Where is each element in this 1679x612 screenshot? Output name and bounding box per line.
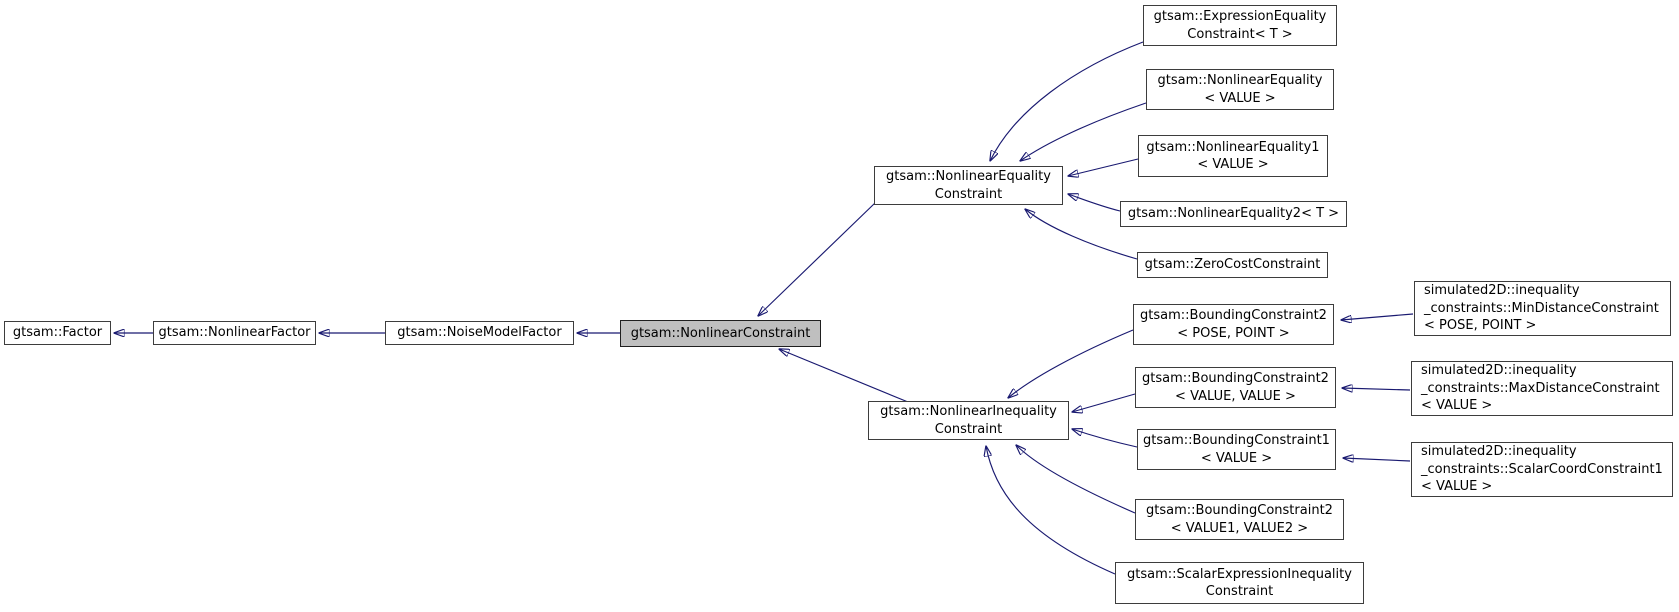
- edge-equalityconstraint-to-nonlinearconstraint: [758, 202, 876, 316]
- edge-nonlinearequality2-to-equalityconstraint: [1068, 194, 1121, 212]
- node-gtsam-scalarexpressioninequalityconstraint[interactable]: gtsam::ScalarExpressionInequality Constr…: [1115, 562, 1364, 604]
- edge-mindistance-to-bounding2posepoint: [1341, 313, 1414, 320]
- node-gtsam-noisemodelfactor[interactable]: gtsam::NoiseModelFactor: [385, 321, 574, 345]
- node-gtsam-nonlinearequalityconstraint[interactable]: gtsam::NonlinearEquality Constraint: [874, 166, 1063, 205]
- edge-nonlinearequality-to-equalityconstraint: [1020, 102, 1147, 161]
- node-gtsam-nonlinearfactor[interactable]: gtsam::NonlinearFactor: [153, 321, 316, 345]
- node-simulated2d-maxdistanceconstraint[interactable]: simulated2D::inequality _constraints::Ma…: [1411, 361, 1673, 416]
- node-gtsam-nonlinearconstraint-current: gtsam::NonlinearConstraint: [620, 320, 821, 347]
- edge-inequalityconstraint-to-nonlinearconstraint: [779, 349, 909, 403]
- node-simulated2d-mindistanceconstraint[interactable]: simulated2D::inequality _constraints::Mi…: [1414, 281, 1671, 336]
- node-gtsam-boundingconstraint2-pose-point[interactable]: gtsam::BoundingConstraint2 < POSE, POINT…: [1133, 304, 1334, 345]
- edge-scalarexpressioninequality-to-inequalityconstraint: [986, 446, 1116, 575]
- node-gtsam-boundingconstraint2-value1-value2[interactable]: gtsam::BoundingConstraint2 < VALUE1, VAL…: [1135, 499, 1344, 540]
- edge-bounding2valuevalue-to-inequalityconstraint: [1072, 393, 1136, 412]
- edge-scalarcoord-to-bounding1value: [1343, 458, 1411, 461]
- node-gtsam-nonlinearequality[interactable]: gtsam::NonlinearEquality < VALUE >: [1146, 69, 1334, 110]
- edge-expressionequality-to-equalityconstraint: [990, 41, 1144, 161]
- node-gtsam-zerocostconstraint[interactable]: gtsam::ZeroCostConstraint: [1137, 252, 1328, 278]
- node-gtsam-boundingconstraint1-value[interactable]: gtsam::BoundingConstraint1 < VALUE >: [1137, 429, 1336, 470]
- node-gtsam-nonlinearinequalityconstraint[interactable]: gtsam::NonlinearInequality Constraint: [868, 401, 1069, 440]
- node-gtsam-expressionequalityconstraint[interactable]: gtsam::ExpressionEquality Constraint< T …: [1143, 5, 1337, 46]
- node-simulated2d-scalarcoordconstraint1[interactable]: simulated2D::inequality _constraints::Sc…: [1411, 442, 1673, 497]
- node-gtsam-factor[interactable]: gtsam::Factor: [4, 321, 111, 345]
- node-gtsam-nonlinearequality1[interactable]: gtsam::NonlinearEquality1 < VALUE >: [1138, 135, 1328, 177]
- edge-maxdistance-to-bounding2valuevalue: [1342, 388, 1411, 390]
- node-gtsam-boundingconstraint2-value-value[interactable]: gtsam::BoundingConstraint2 < VALUE, VALU…: [1135, 367, 1336, 408]
- edge-bounding2value1value2-to-inequalityconstraint: [1016, 445, 1136, 514]
- edge-bounding1value-to-inequalityconstraint: [1072, 429, 1138, 448]
- node-gtsam-nonlinearequality2[interactable]: gtsam::NonlinearEquality2< T >: [1120, 201, 1347, 227]
- edge-bounding2posepoint-to-inequalityconstraint: [1008, 329, 1134, 398]
- edge-nonlinearequality1-to-equalityconstraint: [1068, 158, 1139, 176]
